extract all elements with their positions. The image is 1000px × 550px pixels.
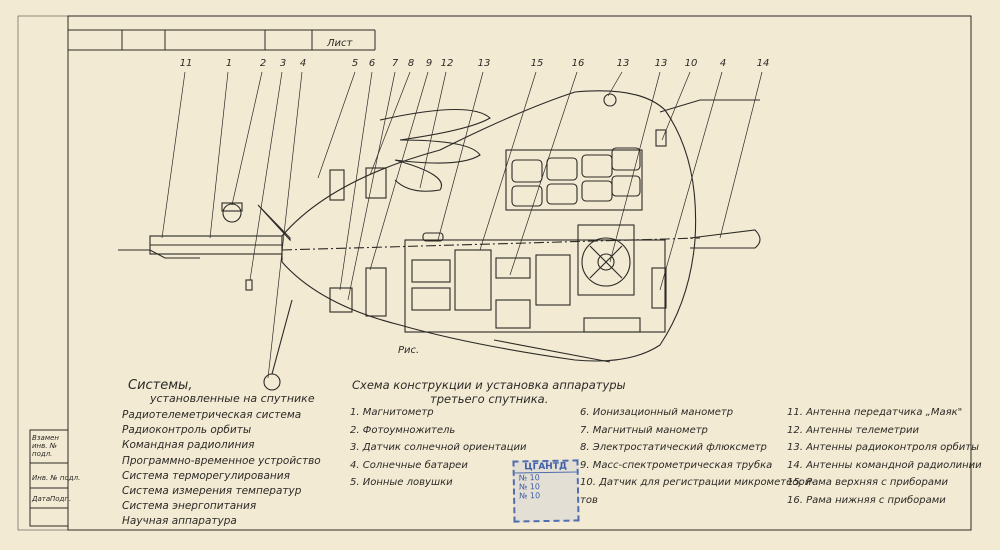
systems-list: Радиотелеметрическая система Радиоконтро…	[122, 408, 321, 530]
callout-number: 11	[179, 58, 193, 69]
scheme-subtitle: третьего спутника.	[430, 392, 549, 406]
callout-number: 2	[259, 58, 267, 69]
legend-item: 2. Фотоумножитель	[350, 424, 456, 436]
list-item: Научная аппаратура	[122, 515, 237, 528]
callout-number: 12	[440, 58, 454, 69]
list-item: Программно-временное устройство	[122, 454, 321, 467]
side-stamp-block	[29, 429, 69, 527]
satellite-body	[118, 90, 761, 391]
legend-item: 16. Рама нижняя с приборами	[787, 494, 946, 506]
list-item: Радиоконтроль орбиты	[122, 424, 252, 437]
legend-item: 12. Антенны телеметрии	[787, 424, 919, 436]
legend-item: 7. Магнитный манометр	[580, 424, 708, 436]
callout-number: 6	[368, 58, 376, 69]
callout-number: 4	[719, 58, 727, 69]
list-item: Командная радиолиния	[122, 439, 255, 452]
callout-number: 13	[477, 58, 491, 69]
side-label: Дата	[32, 495, 51, 503]
callout-number: 5	[351, 58, 359, 69]
callout-number: 4	[299, 58, 307, 69]
callout-number: 13	[654, 58, 668, 69]
outer-frame	[17, 15, 972, 531]
callout-number: 1	[225, 58, 233, 69]
legend-item: тов	[580, 494, 598, 506]
legend-item: 11. Антенна передатчика „Маяк"	[787, 407, 963, 418]
systems-subtitle: установленные на спутнике	[150, 392, 315, 405]
callout-number: 3	[279, 58, 287, 69]
legend-column-2: 6. Ионизационный манометр 7. Магнитный м…	[580, 405, 815, 511]
list-item: Система измерения температур	[122, 484, 302, 497]
leader-lines	[161, 71, 763, 379]
legend-item: 8. Электростатический флюксметр	[580, 442, 767, 454]
legend-item: 13. Антенны радиоконтроля орбиты	[787, 442, 980, 454]
legend-item: 6. Ионизационный манометр	[580, 407, 734, 418]
figure-label: Рис.	[398, 345, 420, 356]
callout-number: 13	[616, 58, 630, 69]
sheet-label: Лист	[327, 38, 353, 49]
stamp-line: № 10	[519, 491, 541, 501]
legend-item: 4. Солнечные батареи	[350, 459, 468, 471]
systems-title: Системы,	[128, 378, 193, 393]
callout-number: 9	[425, 58, 433, 69]
callout-number: 10	[684, 58, 698, 69]
list-item: Система терморегулирования	[122, 469, 290, 482]
legend-item: 5. Ионные ловушки	[350, 477, 453, 489]
legend-item: 3. Датчик солнечной ориентации	[350, 442, 527, 454]
legend-item: 14. Антенны командной радиолинии	[787, 459, 982, 471]
side-label: Подп.	[50, 495, 72, 503]
legend-column-3: 11. Антенна передатчика „Маяк" 12. Антен…	[787, 405, 982, 511]
legend-item: 1. Магнитометр	[350, 407, 434, 418]
legend-item: 15. Рама верхняя с приборами	[787, 477, 949, 489]
callout-number: 16	[571, 58, 585, 69]
side-label: Инв. № подл.	[32, 474, 81, 482]
callout-number: 15	[530, 58, 544, 69]
list-item: Система энергопитания	[122, 500, 257, 513]
callout-number: 14	[756, 58, 770, 69]
legend-item: 9. Масс-спектрометрическая трубка	[580, 459, 773, 471]
callout-number: 8	[407, 58, 415, 69]
scheme-title: Схема конструкции и установка аппаратуры	[352, 378, 626, 392]
archive-stamp: ЦГАНТД № 10 № 10 № 10	[512, 459, 580, 523]
list-item: Радиотелеметрическая система	[122, 409, 302, 421]
callout-number: 7	[391, 58, 399, 69]
side-label: Взамен инв. № подл.	[32, 434, 59, 458]
legend-item: 10. Датчик для регистрации микрометеори-	[580, 477, 815, 489]
legend-column-1: 1. Магнитометр 2. Фотоумножитель 3. Датч…	[350, 405, 526, 493]
